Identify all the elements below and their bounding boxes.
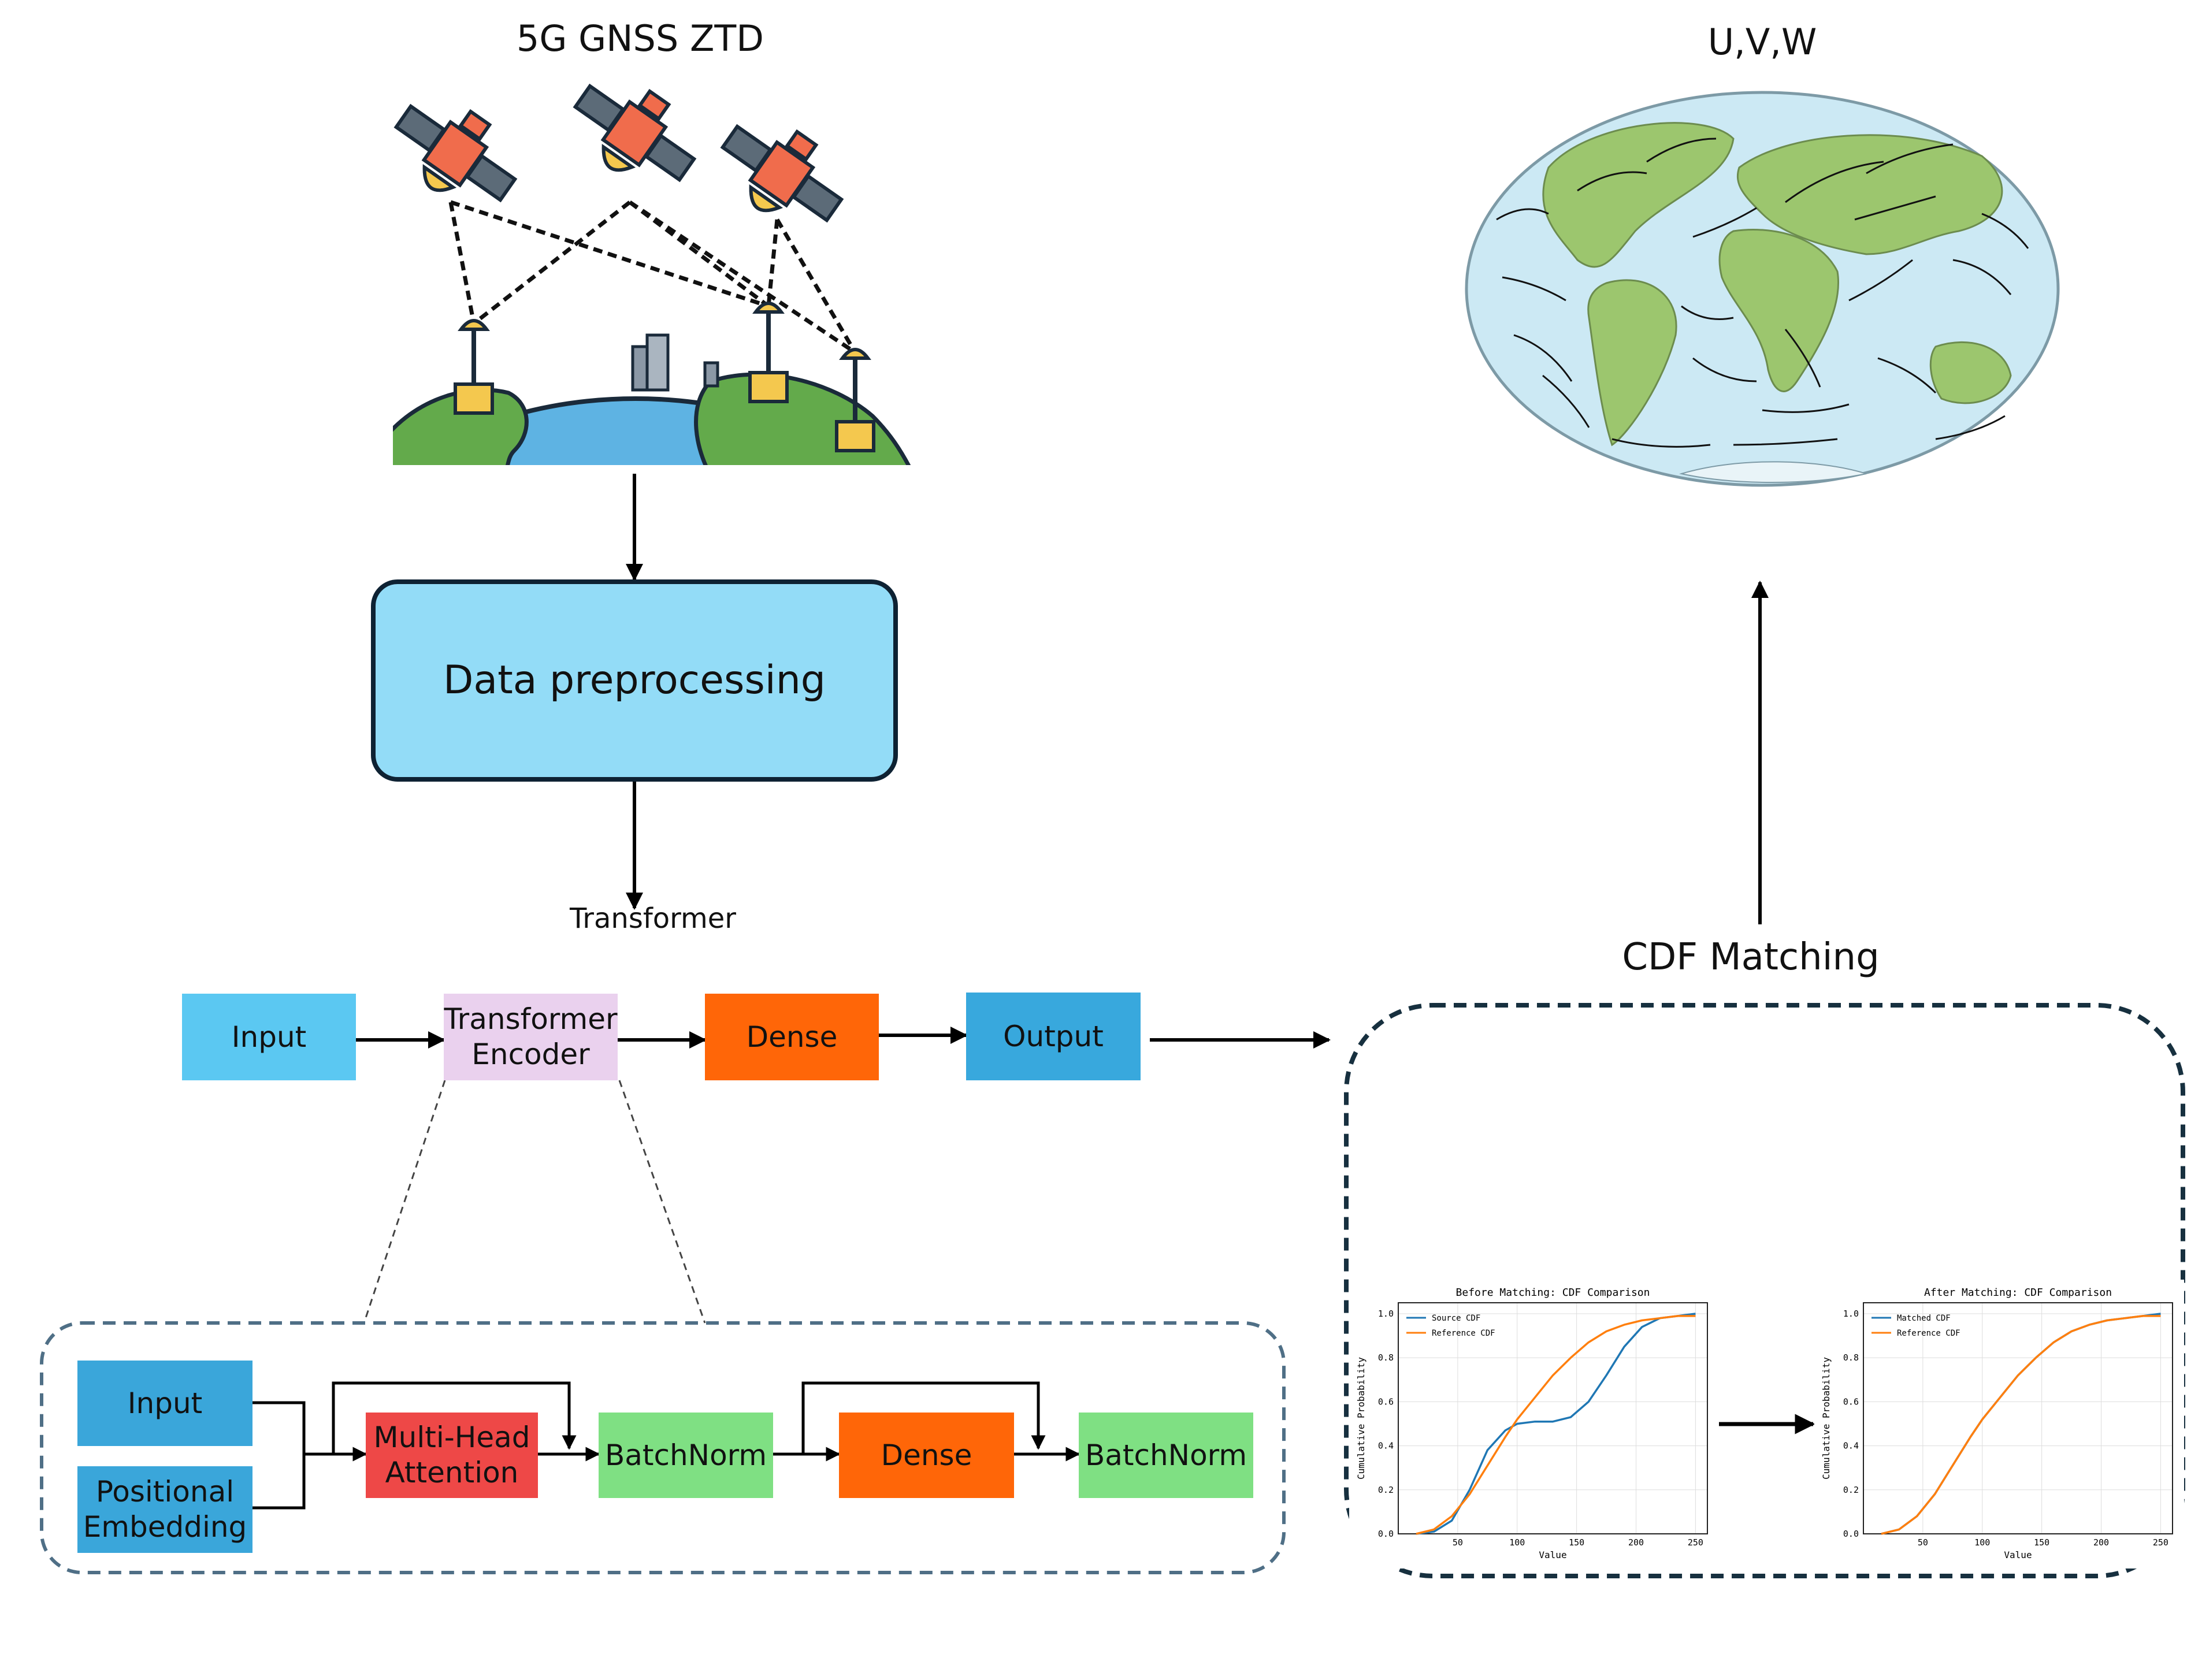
ground-station-icon — [835, 348, 875, 452]
skip-connection — [332, 1381, 577, 1454]
plot-frame — [1863, 1302, 2173, 1534]
chart-title: After Matching: CDF Comparison — [1924, 1287, 2112, 1299]
cdf-matching-title: CDF Matching — [1622, 936, 1880, 979]
x-tick-label: 200 — [2093, 1537, 2109, 1548]
x-tick-label: 250 — [2153, 1537, 2168, 1548]
pipeline-dense-label: Dense — [746, 1020, 838, 1054]
cdf-before-chart: Before Matching: CDF Comparison 50 100 150 2… — [1349, 1280, 1719, 1569]
x-axis-label: Value — [1539, 1549, 1566, 1560]
x-axis-label: Value — [2004, 1549, 2032, 1560]
detail-input-box: Input — [77, 1361, 252, 1446]
y-tick-label: 0.0 — [1378, 1529, 1394, 1539]
transformer-encoder-label: Transformer Encoder — [444, 1002, 618, 1071]
y-axis-label: Cumulative Probability — [1356, 1357, 1366, 1480]
ground-station-icon — [454, 319, 494, 415]
series-line — [1416, 1315, 1696, 1535]
x-tick-label: 250 — [1688, 1537, 1703, 1548]
batchnorm-box-1: BatchNorm — [599, 1413, 773, 1498]
y-tick-label: 0.0 — [1843, 1529, 1859, 1539]
x-tick-label: 100 — [1509, 1537, 1525, 1548]
data-preprocessing-box: Data preprocessing — [371, 579, 898, 782]
legend-label: Reference CDF — [1432, 1329, 1495, 1338]
data-preprocessing-label: Data preprocessing — [443, 657, 826, 703]
legend-label: Matched CDF — [1897, 1314, 1951, 1323]
multi-head-attention-label: Multi-Head Attention — [373, 1421, 530, 1489]
satellite-icon — [573, 83, 697, 183]
y-tick-label: 0.6 — [1378, 1396, 1394, 1407]
ground-station-icon — [748, 302, 789, 403]
y-tick-label: 1.0 — [1378, 1309, 1394, 1319]
wind-arrows — [1496, 137, 2029, 448]
transformer-encoder-box: Transformer Encoder — [444, 994, 618, 1080]
pipeline-input-label: Input — [231, 1020, 307, 1054]
batchnorm-box-2: BatchNorm — [1079, 1413, 1253, 1498]
batchnorm-label-2: BatchNorm — [1085, 1438, 1247, 1472]
y-tick-label: 1.0 — [1843, 1309, 1859, 1319]
pipeline-output-box: Output — [966, 993, 1141, 1080]
legend-label: Source CDF — [1432, 1314, 1480, 1323]
y-axis-label: Cumulative Probability — [1821, 1357, 1832, 1480]
y-tick-label: 0.4 — [1843, 1441, 1859, 1451]
uvw-title: U,V,W — [1707, 21, 1817, 63]
positional-embedding-box: Positional Embedding — [77, 1466, 252, 1553]
x-tick-label: 200 — [1628, 1537, 1644, 1548]
satellite-icon — [393, 103, 518, 203]
y-tick-label: 0.2 — [1378, 1485, 1394, 1495]
detail-input-label: Input — [127, 1386, 203, 1420]
x-tick-label: 150 — [1569, 1537, 1584, 1548]
detail-dense-box: Dense — [839, 1413, 1014, 1498]
y-tick-label: 0.2 — [1843, 1485, 1859, 1495]
building-icon — [631, 333, 719, 392]
zoom-line — [363, 1080, 446, 1324]
gnss-illustration — [393, 83, 911, 465]
x-tick-label: 150 — [2034, 1537, 2049, 1548]
x-tick-label: 100 — [1974, 1537, 1990, 1548]
y-tick-label: 0.8 — [1843, 1352, 1859, 1363]
transformer-label: Transformer — [569, 902, 737, 935]
x-tick-label: 50 — [1453, 1537, 1463, 1548]
world-map-icon — [1465, 91, 2060, 487]
positional-embedding-label: Positional Embedding — [83, 1475, 247, 1544]
pipeline-input-box: Input — [182, 994, 356, 1080]
legend-label: Reference CDF — [1897, 1329, 1960, 1338]
zoom-line — [618, 1080, 706, 1324]
multi-head-attention-box: Multi-Head Attention — [366, 1413, 538, 1498]
batchnorm-label-1: BatchNorm — [604, 1438, 767, 1472]
merge-line — [252, 1401, 306, 1510]
pipeline-dense-box: Dense — [705, 994, 879, 1080]
y-tick-label: 0.6 — [1843, 1396, 1859, 1407]
series-line — [1416, 1313, 1696, 1535]
skip-connection — [801, 1381, 1046, 1454]
cdf-after-chart: After Matching: CDF Comparison 50 100 150 20… — [1814, 1280, 2184, 1569]
plot-frame — [1398, 1302, 1708, 1534]
series-line — [1881, 1313, 2161, 1535]
gnss-title: 5G GNSS ZTD — [516, 17, 764, 60]
y-tick-label: 0.8 — [1378, 1352, 1394, 1363]
cdf-matching-group — [1344, 1003, 2185, 1578]
satellite-icon — [720, 124, 844, 223]
pipeline-output-label: Output — [1003, 1019, 1104, 1053]
series-line — [1881, 1315, 2161, 1535]
chart-title: Before Matching: CDF Comparison — [1456, 1287, 1650, 1299]
y-tick-label: 0.4 — [1378, 1441, 1394, 1451]
detail-dense-label: Dense — [881, 1438, 972, 1472]
x-tick-label: 50 — [1918, 1537, 1928, 1548]
